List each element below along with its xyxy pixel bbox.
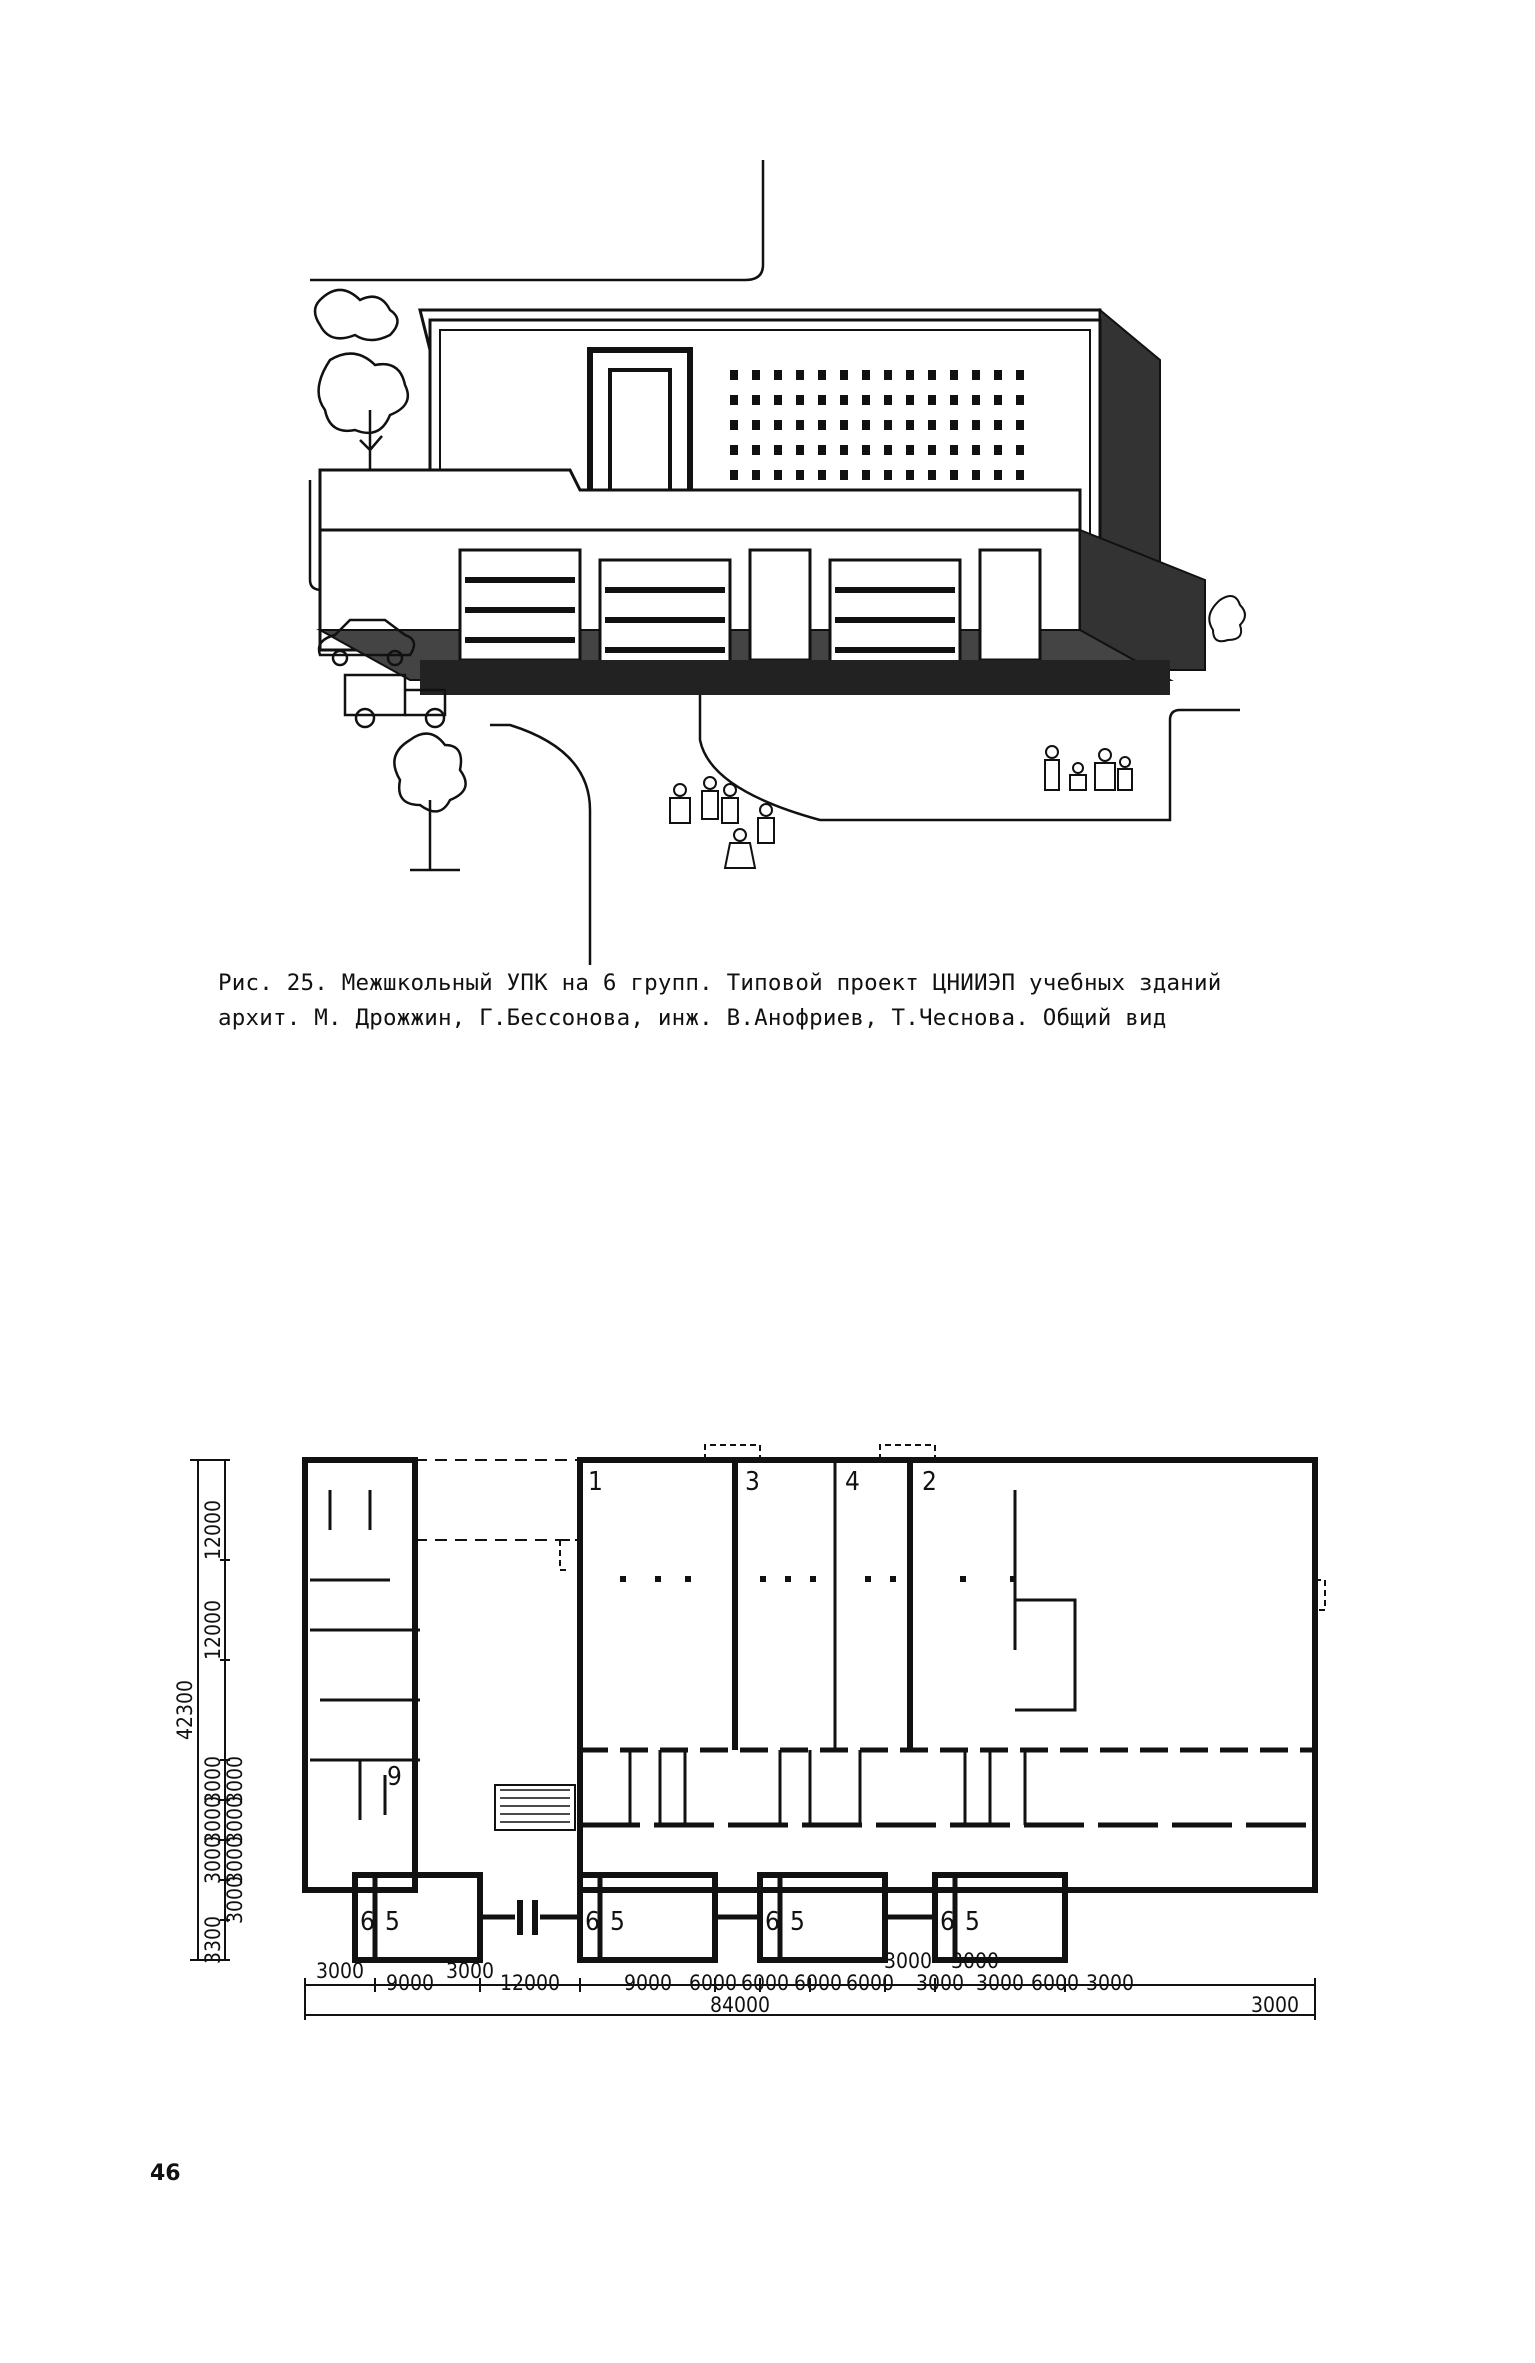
dim-label: 3000: [223, 1876, 247, 1924]
main-block-outline: [577, 1457, 1318, 1893]
room-label: 5: [790, 1907, 805, 1937]
dim-label: 3300: [201, 1916, 225, 1964]
page-number: 46: [150, 2161, 181, 2186]
car-icon: [317, 618, 447, 729]
dim-label: 3000: [201, 1796, 225, 1844]
dim-label: 9000: [624, 1971, 672, 1995]
room-label: 5: [965, 1907, 980, 1937]
dim-label: 6000: [1031, 1971, 1079, 1995]
dim-label: 3000: [316, 1959, 364, 1983]
room-label: 5: [385, 1907, 400, 1937]
tree-icon: [313, 288, 410, 470]
tree-icon: [393, 732, 467, 872]
left-wing-outline: [302, 1457, 418, 1893]
room-label: 6: [585, 1907, 600, 1937]
perspective-drawing: [308, 160, 1246, 965]
dim-label: 3000: [951, 1949, 999, 1973]
dim-label: 3000: [916, 1971, 964, 1995]
room-label: 6: [940, 1907, 955, 1937]
dim-label-total: 3000: [1251, 1993, 1299, 2017]
room-label: 3: [745, 1467, 760, 1497]
building: [316, 307, 1206, 695]
dim-label: 3000: [446, 1959, 494, 1983]
dim-label: 42300: [173, 1680, 197, 1740]
tree-icon: [1208, 595, 1246, 643]
road-line-bottom: [490, 723, 592, 965]
dim-label: 3000: [201, 1756, 225, 1804]
dim-label: 12000: [201, 1600, 225, 1660]
window-grid: [730, 370, 1024, 480]
caption-line-2: архит. М. Дрожжин, Г.Бессонова, инж. В.А…: [218, 1005, 1167, 1031]
dim-label: 6000: [741, 1971, 789, 1995]
dim-label: 3000: [976, 1971, 1024, 1995]
caption-line-1: Рис. 25. Межшкольный УПК на 6 групп. Тип…: [218, 970, 1222, 996]
dim-label: 6000: [794, 1971, 842, 1995]
room-label: 6: [765, 1907, 780, 1937]
dim-label: 3000: [1086, 1971, 1134, 1995]
dim-label: 12000: [201, 1500, 225, 1560]
dim-label: 3000: [223, 1796, 247, 1844]
dim-label: 12000: [500, 1971, 560, 1995]
dim-label: 3000: [223, 1836, 247, 1884]
dim-label: 3000: [201, 1836, 225, 1884]
road-line-top: [310, 160, 765, 282]
dim-label: 9000: [386, 1971, 434, 1995]
path-line: [698, 685, 1240, 822]
dim-label: 6000: [689, 1971, 737, 1995]
dim-label: 3000: [884, 1949, 932, 1973]
dim-label: 3000: [223, 1756, 247, 1804]
floor-plan: 1 3 4 2 9 6 5 6 5 6 5 6 5 12000 12000 42…: [173, 1444, 1326, 2020]
room-label: 6: [360, 1907, 375, 1937]
room-label: 5: [610, 1907, 625, 1937]
dim-label: 6000: [846, 1971, 894, 1995]
dim-label-total: 84000: [710, 1993, 770, 2017]
room-label: 9: [387, 1762, 402, 1792]
room-label: 1: [588, 1467, 603, 1497]
room-label: 2: [922, 1467, 937, 1497]
room-label: 4: [845, 1467, 860, 1497]
figure-caption: Рис. 25. Межшкольный УПК на 6 групп. Тип…: [218, 966, 1368, 1036]
people-icon: [669, 745, 1133, 869]
